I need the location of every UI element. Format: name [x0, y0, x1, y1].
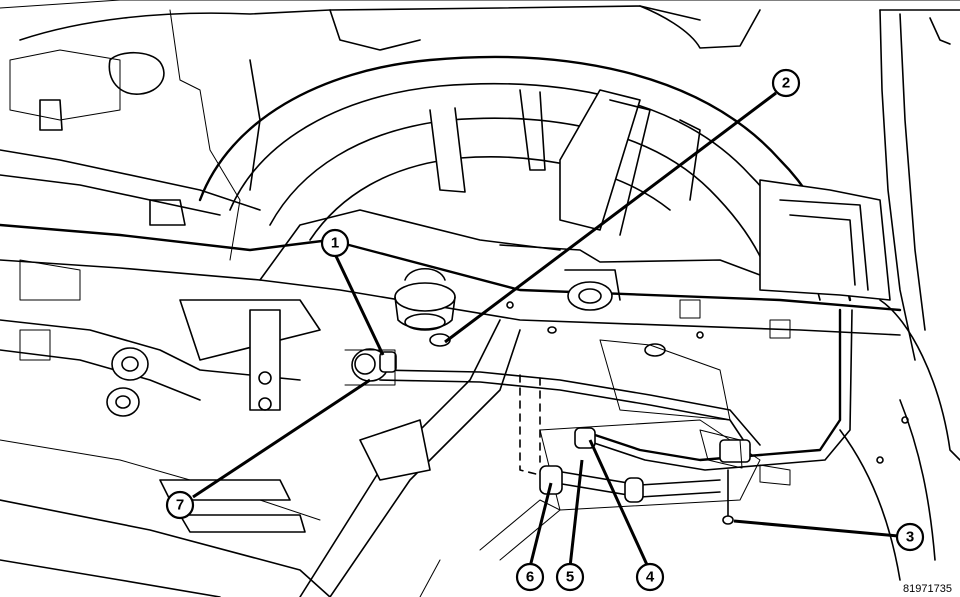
leader-line-5	[568, 459, 584, 568]
callout-3: 3	[895, 522, 925, 552]
callout-2: 2	[771, 68, 801, 98]
callout-4-label: 4	[646, 569, 655, 586]
leader-line-4	[588, 439, 650, 568]
figure-id: 81971735	[903, 583, 952, 595]
callout-3-label: 3	[906, 529, 914, 546]
callout-6: 6	[515, 562, 545, 592]
callout-2-label: 2	[782, 75, 790, 92]
callout-7-label: 7	[176, 497, 184, 514]
callout-1-label: 1	[331, 235, 339, 252]
leader-line-6	[528, 482, 553, 568]
leader-line-7	[192, 378, 371, 499]
leader-line-3	[733, 519, 899, 538]
leader-lines	[192, 91, 899, 568]
callout-4: 4	[635, 562, 665, 592]
callout-1: 1	[320, 228, 350, 258]
leader-line-1	[333, 253, 385, 356]
callout-5: 5	[555, 562, 585, 592]
callout-7: 7	[165, 490, 195, 520]
callout-6-label: 6	[526, 569, 534, 586]
leader-line-2	[444, 91, 777, 344]
callout-5-label: 5	[566, 569, 574, 586]
